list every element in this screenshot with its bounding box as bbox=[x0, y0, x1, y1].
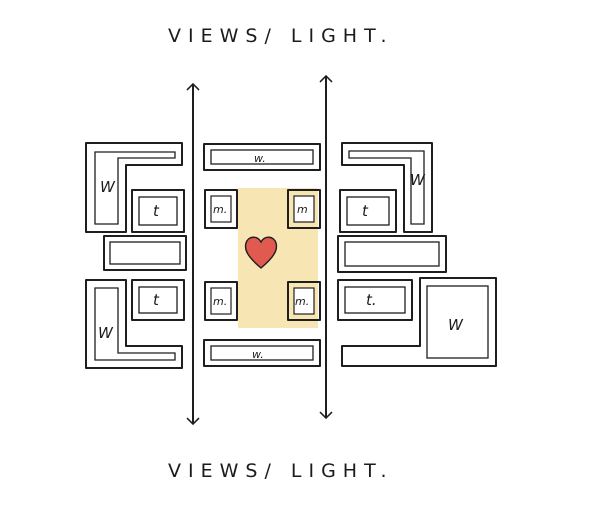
w-label-bottom-middle: w. bbox=[252, 348, 264, 361]
m-label-top-left: m. bbox=[213, 203, 227, 216]
w-label-top-right: W bbox=[410, 171, 426, 189]
w-label-top-middle: w. bbox=[254, 152, 266, 165]
t-label-top-left: t bbox=[153, 202, 160, 220]
m-block-top-left bbox=[204, 189, 238, 229]
heart-icon bbox=[244, 236, 278, 269]
m-label-bottom-right: m. bbox=[295, 295, 309, 308]
top-views-light-label: VIEWS/ LIGHT. bbox=[168, 25, 393, 47]
w-block-top-left bbox=[85, 142, 183, 233]
t-block-top-left bbox=[131, 189, 185, 233]
m-label-bottom-left: m. bbox=[213, 295, 227, 308]
grey-bar-left bbox=[103, 235, 187, 271]
t-label-top-right: t bbox=[362, 202, 369, 220]
w-label-bottom-right: W bbox=[448, 316, 464, 334]
w-block-top-right bbox=[341, 142, 433, 233]
w-block-bottom-left bbox=[85, 279, 183, 369]
grey-bar-right bbox=[337, 235, 447, 273]
w-label-bottom-left: W bbox=[98, 324, 114, 342]
bottom-views-light-label: VIEWS/ LIGHT. bbox=[168, 460, 393, 482]
w-label-top-left: W bbox=[100, 178, 116, 196]
t-block-top-right bbox=[339, 189, 397, 233]
t-block-bottom-right bbox=[337, 279, 413, 321]
w-block-bottom-right bbox=[341, 277, 497, 367]
m-label-top-right: m bbox=[297, 203, 308, 216]
m-block-bottom-left bbox=[204, 281, 238, 321]
t-label-bottom-left: t bbox=[153, 291, 160, 309]
t-block-bottom-left bbox=[131, 279, 185, 321]
t-label-bottom-right: t. bbox=[366, 291, 377, 309]
